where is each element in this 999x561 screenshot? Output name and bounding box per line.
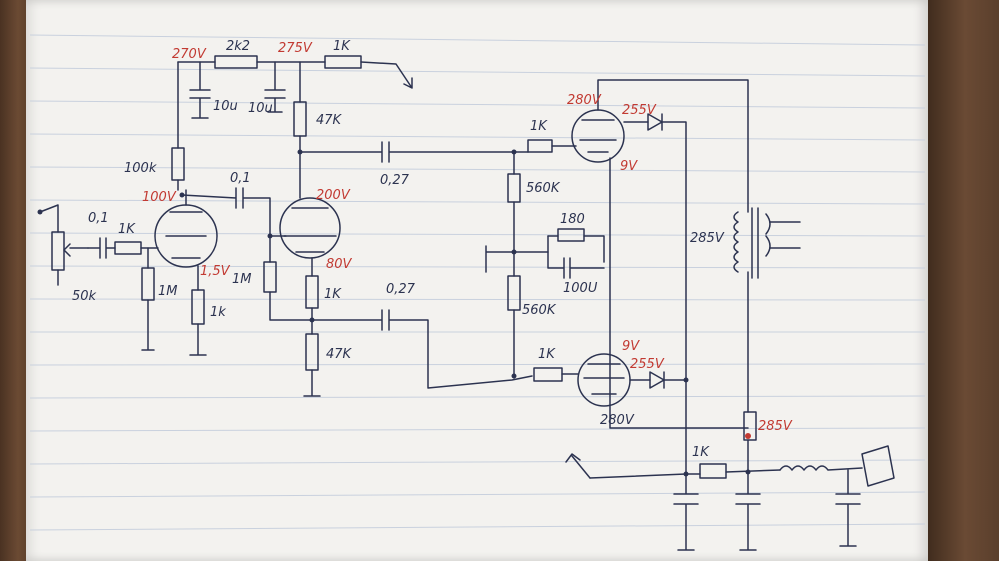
- input-capacitor: [87, 237, 116, 259]
- screen-supply-resistor-label: 1K: [692, 445, 710, 460]
- plate-resistor-pi-label: 47K: [316, 113, 343, 128]
- gridleak-bottom-label: 560K: [522, 303, 557, 318]
- input-potentiometer: [37, 204, 89, 286]
- plate-resistor-v1: [171, 61, 185, 198]
- supply-filter: [177, 55, 413, 119]
- top-tube-cathode-voltage: 9V: [620, 159, 638, 174]
- tube-output-top: [571, 79, 749, 429]
- filter-cap1-label: 10u: [213, 99, 238, 114]
- notebook-paper: [26, 0, 928, 561]
- cap-out-top-label: 0,27: [380, 173, 410, 188]
- bottom-grid-resistor: [511, 367, 579, 382]
- bias-resistor-label: 180: [560, 212, 585, 227]
- output-transformer: [733, 207, 801, 413]
- feed-resistor-label: 1K: [333, 39, 351, 54]
- grid-resistor-v1: [114, 241, 159, 255]
- gridleak-v2-label: 1M: [232, 272, 252, 287]
- tube-phase-inverter: [269, 197, 341, 259]
- cathode-resistor-v1: [189, 265, 207, 356]
- top-tube-screen-voltage: 255V: [622, 103, 657, 118]
- cathode-resistor-v1-label: 1k: [210, 305, 226, 320]
- gridleak-top-label: 560K: [526, 181, 561, 196]
- grid-resistor-v1-label: 1K: [118, 222, 136, 237]
- gridleak-v1: [141, 247, 155, 351]
- pot-label: 50k: [72, 289, 97, 304]
- cathode-resistors-pi: [303, 257, 321, 397]
- bottom-tube-cathode-voltage: 9V: [622, 339, 640, 354]
- supply-voltage: 285V: [758, 419, 793, 434]
- top-tube-plate-voltage: 280V: [567, 93, 602, 108]
- pi-plate-voltage: 200V: [316, 188, 351, 203]
- cathode-resistor-pi2-label: 47K: [326, 347, 353, 362]
- bottom-tube-screen-voltage: 255V: [630, 357, 665, 372]
- coupling-cap1-label: 0,1: [230, 171, 251, 186]
- plate-resistor-pi: [293, 101, 307, 199]
- plate-resistor-v1-label: 100k: [124, 161, 157, 176]
- v1-plate-voltage: 100V: [142, 190, 177, 205]
- power-supply: [565, 379, 895, 551]
- top-grid-resistor: [511, 139, 577, 155]
- input-cap-label: 0,1: [88, 211, 109, 226]
- dropper-label: 2k2: [226, 39, 250, 54]
- top-grid-resistor-label: 1K: [530, 119, 548, 134]
- desk-edge: [925, 0, 999, 561]
- tube-output-bottom: [577, 353, 689, 407]
- bias-network: [485, 151, 605, 379]
- paper-ruled-lines: [29, 34, 926, 531]
- bottom-tube-plate-voltage: 280V: [600, 413, 635, 428]
- bottom-grid-resistor-label: 1K: [538, 347, 556, 362]
- coupling-capacitor-top: [299, 141, 529, 163]
- bias-cap-label: 100U: [563, 281, 598, 296]
- coupling-capacitor-1: [181, 187, 271, 237]
- gridleak-v2: [263, 233, 313, 321]
- coupling-capacitor-bottom: [311, 309, 533, 389]
- tube-v1: [154, 189, 218, 268]
- filter-cap2-label: 10u: [248, 101, 273, 116]
- cap-out-bottom-label: 0,27: [386, 282, 416, 297]
- gridleak-v1-label: 1M: [158, 284, 178, 299]
- v1-cathode-voltage: 1,5V: [200, 264, 231, 279]
- pi-cathode-voltage: 80V: [326, 257, 353, 272]
- ot-voltage: 285V: [690, 231, 725, 246]
- node1-voltage: 270V: [172, 47, 207, 62]
- node2-voltage: 275V: [278, 41, 313, 56]
- cathode-resistor-pi-label: 1K: [324, 287, 342, 302]
